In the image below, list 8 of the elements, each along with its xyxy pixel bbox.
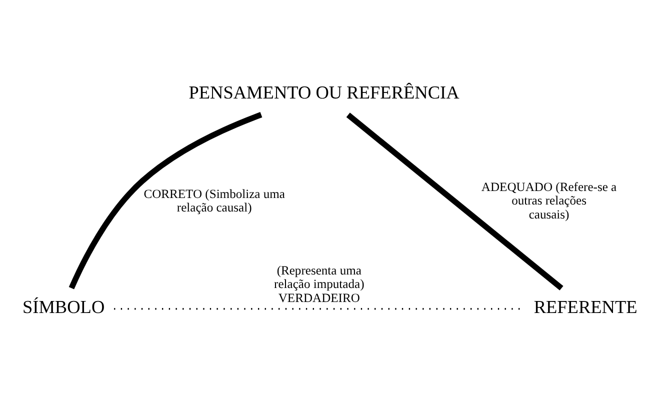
node-text: SÍMBOLO bbox=[22, 297, 105, 318]
connector bbox=[68, 112, 262, 290]
connector bbox=[346, 112, 564, 290]
edge-label: CORRETO (Simboliza uma relação causal) bbox=[144, 186, 285, 215]
node-text: PENSAMENTO OU REFERÊNCIA bbox=[188, 82, 460, 102]
node-text: REFERENTE bbox=[534, 297, 638, 318]
edge-label: (Representa uma relação imputada) VERDADEIRO bbox=[274, 263, 364, 305]
edge-label: ADEQUADO (Refere-se a outras relações causais) bbox=[481, 180, 617, 222]
